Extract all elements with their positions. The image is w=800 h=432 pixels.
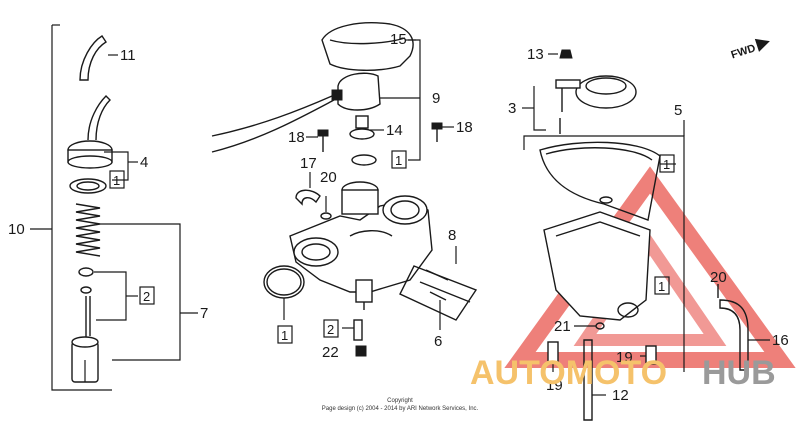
label-21: 21: [554, 318, 571, 335]
boxed-ref-1-float: 1: [654, 276, 670, 295]
label-20-right: 20: [710, 269, 727, 286]
label-18-left: 18: [288, 129, 305, 146]
label-6: 6: [434, 333, 442, 350]
label-13: 13: [527, 46, 544, 63]
boxed-ref-1-bowl: 1: [659, 154, 675, 173]
cap-tube-11: [79, 35, 107, 81]
copyright-text: Page design (c) 2004 - 2014 by ARI Netwo…: [322, 406, 479, 412]
fwd-arrow: FWD: [730, 38, 770, 61]
svg-text:1: 1: [658, 279, 665, 294]
label-20-middle: 20: [320, 169, 337, 186]
label-10: 10: [8, 221, 25, 238]
label-16: 16: [772, 332, 789, 349]
label-17: 17: [300, 155, 317, 172]
float-bowl-assembly: FWD: [522, 38, 770, 421]
watermark-text-hub: HUB: [702, 354, 776, 392]
label-15: 15: [390, 31, 407, 48]
label-12: 12: [612, 387, 629, 404]
watermark-text-automoto: AUTOMOTO: [470, 354, 667, 392]
boxed-ref-1-oring: 1: [391, 150, 407, 169]
label-7: 7: [200, 305, 208, 322]
svg-text:1: 1: [113, 173, 120, 188]
label-9: 9: [432, 90, 440, 107]
spring: [75, 203, 101, 257]
svg-text:2: 2: [143, 289, 150, 304]
boxed-ref-2-left: 2: [139, 286, 155, 305]
auto-choke-9: [337, 72, 381, 111]
svg-text:1: 1: [281, 328, 288, 343]
label-22: 22: [322, 344, 339, 361]
boxed-ref-1-left: 1: [109, 170, 125, 189]
svg-text:1: 1: [395, 153, 402, 168]
label-11: 11: [120, 47, 136, 64]
boxed-ref-1-gasket: 1: [277, 325, 293, 344]
label-14: 14: [386, 122, 403, 139]
boxed-ref-2-screw: 2: [323, 319, 339, 338]
label-4: 4: [140, 154, 148, 171]
svg-text:FWD: FWD: [730, 42, 758, 61]
label-3: 3: [508, 100, 516, 117]
label-5: 5: [674, 102, 682, 119]
label-8: 8: [448, 227, 456, 244]
label-19-right: 19: [616, 349, 633, 366]
svg-text:1: 1: [663, 157, 670, 172]
copyright-title: Copyright: [387, 398, 413, 404]
needle-assembly: [30, 24, 198, 391]
bracket-10: [51, 25, 112, 391]
carburetor-body: [211, 22, 478, 357]
label-18-right: 18: [456, 119, 473, 136]
label-19-left: 19: [546, 377, 563, 394]
svg-text:2: 2: [327, 322, 334, 337]
